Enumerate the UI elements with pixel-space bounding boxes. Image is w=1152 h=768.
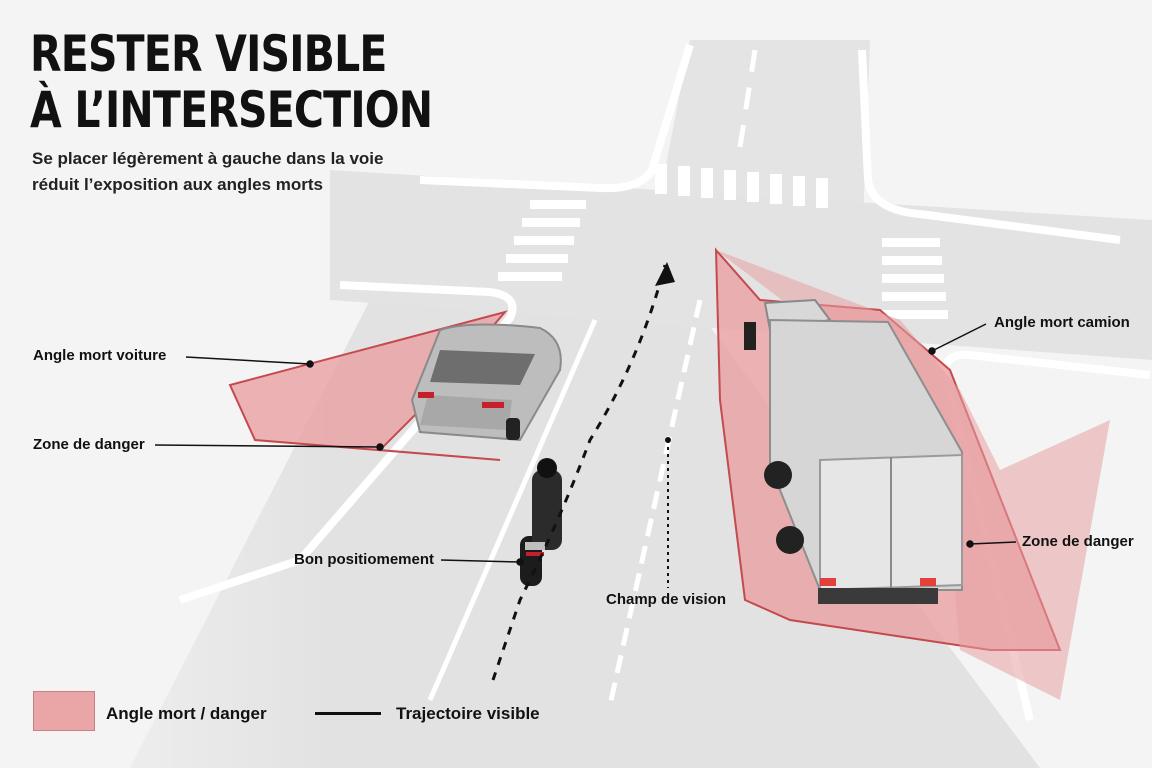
curb-upper-right (858, 49, 1121, 244)
truck-blind-spot-zone (716, 250, 1110, 700)
car-icon (410, 323, 562, 442)
curb-left (178, 281, 517, 604)
crosswalk-top (655, 164, 828, 208)
lane-line (607, 299, 703, 706)
page-subtitle: Se placer légèrement à gauche dans la vo… (32, 149, 384, 194)
label-car-danger-zone: Zone de danger (33, 436, 145, 453)
legend-danger-swatch (33, 691, 95, 731)
trajectory-line (491, 264, 667, 681)
lane-line (735, 49, 758, 161)
page-title: RESTER VISIBLE À L’INTERSECTION (30, 25, 433, 139)
legend-trajectory-label: Trajectoire visible (396, 704, 540, 723)
label-leaders (154, 323, 1017, 566)
label-truck-danger-zone: Zone de danger (1022, 533, 1134, 550)
crosswalk-left (498, 200, 586, 281)
trajectory-arrow-head (655, 262, 675, 286)
truck-icon (744, 298, 963, 604)
label-good-position: Bon positiomement (294, 551, 435, 568)
legend-danger-label: Angle mort / danger (106, 704, 267, 723)
curb-upper-left (419, 43, 694, 193)
legend-trajectory-line (315, 712, 381, 715)
label-truck-blind-spot: Angle mort camion (994, 314, 1130, 331)
label-field-of-view: Champ de vision (606, 591, 727, 608)
crosswalk-right (882, 238, 948, 319)
label-car-blind-spot: Angle mort voiture (33, 347, 167, 364)
lane-line (427, 319, 598, 701)
